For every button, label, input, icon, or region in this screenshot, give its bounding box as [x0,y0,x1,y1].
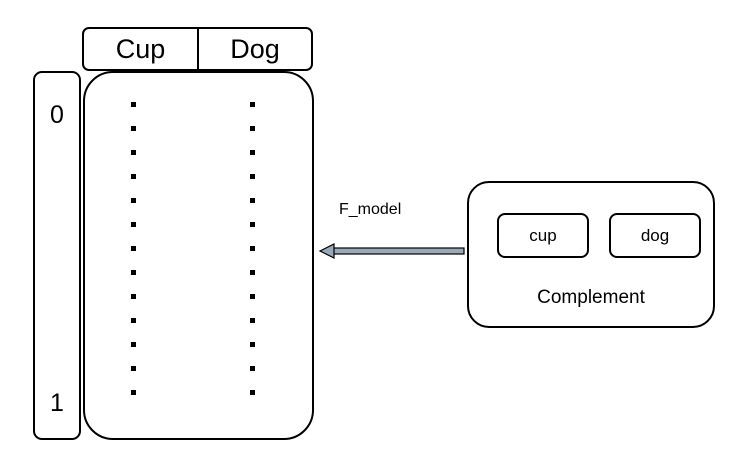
ellipsis-dot [250,198,255,203]
ellipsis-dot [250,342,255,347]
ellipsis-dot [250,150,255,155]
ellipsis-dot [250,318,255,323]
ellipsis-dot [131,294,136,299]
ellipsis-dot [131,342,136,347]
arrow-label: F_model [339,201,402,218]
ellipsis-dot [131,126,136,131]
ellipsis-dot [131,318,136,323]
ellipsis-dot [250,390,255,395]
complement-item-cup: cup [497,213,589,258]
ellipsis-dot [131,102,136,107]
column-header-label: Cup [115,33,166,64]
ellipsis-dot [131,198,136,203]
ellipsis-dot [131,174,136,179]
dotted-column-cup [131,102,136,414]
dotted-column-dog [250,102,255,414]
ellipsis-dot [131,150,136,155]
ellipsis-dot [250,294,255,299]
ellipsis-dot [250,126,255,131]
index-label-top: 0 [50,101,64,129]
ellipsis-dot [250,174,255,179]
complement-item-dog: dog [609,213,701,258]
ellipsis-dot [250,222,255,227]
index-label-bottom: 1 [50,389,64,417]
complement-item-label: dog [640,225,670,245]
table-body [83,71,314,440]
left-arrow-icon [318,243,465,259]
column-header-label: Dog [230,33,280,64]
ellipsis-dot [131,270,136,275]
complement-item-label: cup [529,225,557,245]
column-header-dog: Dog [197,27,313,71]
complement-label: Complement [537,287,645,308]
ellipsis-dot [250,270,255,275]
ellipsis-dot [131,222,136,227]
column-header-cup: Cup [82,27,199,71]
ellipsis-dot [250,366,255,371]
index-bar [33,71,81,440]
ellipsis-dot [131,366,136,371]
ellipsis-dot [131,246,136,251]
ellipsis-dot [250,102,255,107]
ellipsis-dot [131,390,136,395]
ellipsis-dot [250,246,255,251]
